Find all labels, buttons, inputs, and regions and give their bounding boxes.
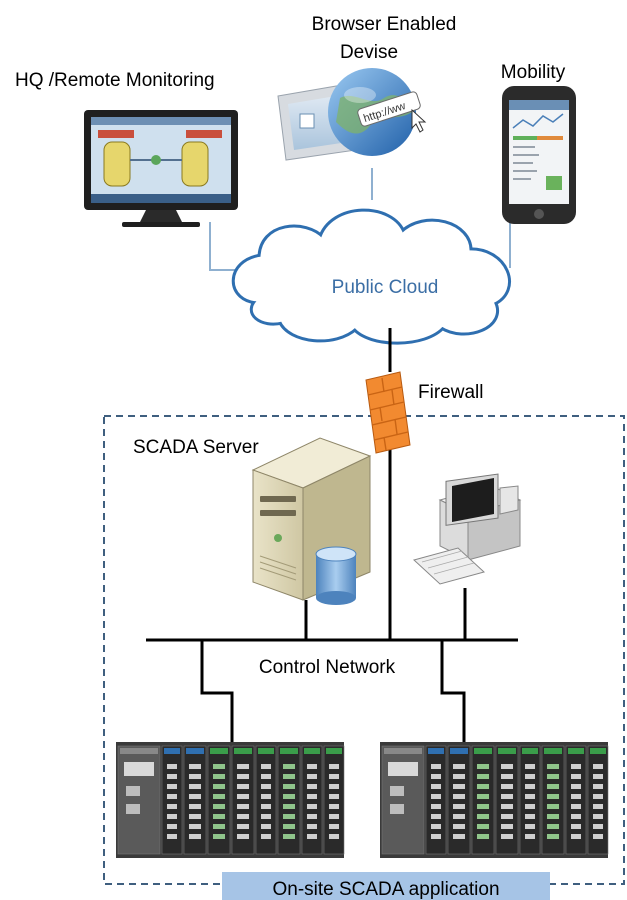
workstation-pc-icon bbox=[412, 473, 522, 585]
plc-left-link bbox=[200, 640, 234, 742]
onsite-label: On-site SCADA application bbox=[272, 879, 499, 900]
browser-label-line2: Devise bbox=[340, 42, 398, 63]
plc-rack-icon bbox=[116, 742, 345, 858]
onsite-label-box bbox=[222, 872, 550, 900]
browser-label-line1: Browser Enabled bbox=[312, 14, 457, 35]
database-icon bbox=[315, 546, 357, 605]
scada-server-label: SCADA Server bbox=[133, 437, 259, 458]
firewall-icon bbox=[365, 371, 411, 454]
desktop-monitor-icon bbox=[84, 110, 238, 227]
firewall-label: Firewall bbox=[418, 382, 483, 403]
plc-right-link bbox=[440, 640, 466, 742]
plc-rack-icon bbox=[380, 742, 609, 858]
browser-globe-icon: http://ww bbox=[277, 68, 427, 161]
cloud-label: Public Cloud bbox=[332, 277, 439, 298]
mobility-label: Mobility bbox=[501, 62, 566, 83]
hq-label: HQ /Remote Monitoring bbox=[15, 70, 215, 91]
mobility-connector bbox=[509, 219, 542, 268]
control-network-label: Control Network bbox=[259, 657, 396, 678]
smartphone-icon bbox=[502, 86, 576, 224]
cloud-icon bbox=[231, 208, 511, 345]
